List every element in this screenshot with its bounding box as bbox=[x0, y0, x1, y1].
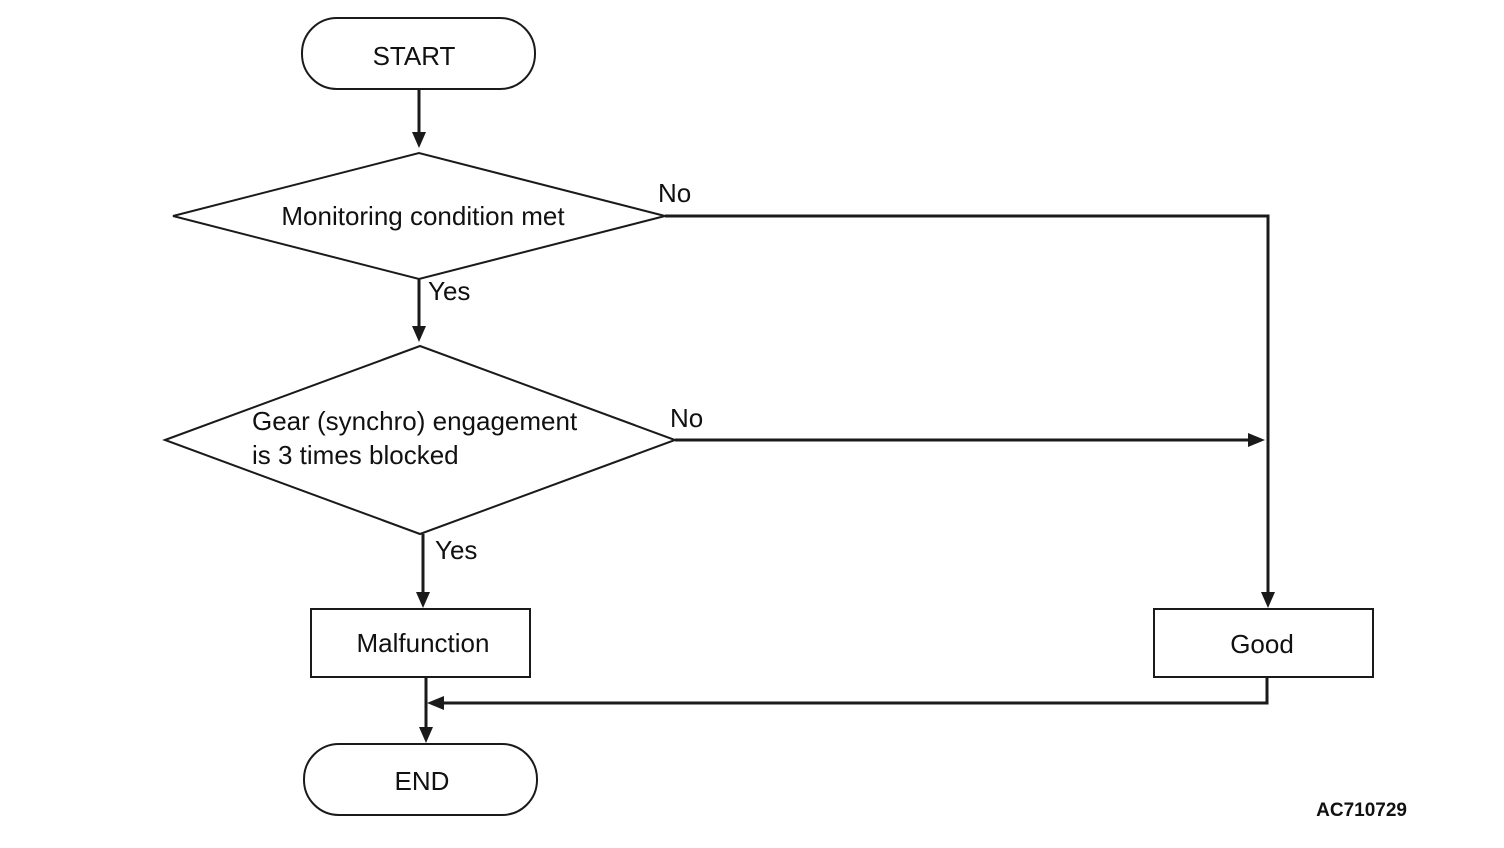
malfunction-node: Malfunction bbox=[310, 608, 531, 678]
start-label: START bbox=[373, 41, 456, 71]
good-node: Good bbox=[1153, 608, 1374, 678]
arrowhead-gear-no bbox=[1248, 433, 1265, 447]
end-node: END bbox=[303, 743, 538, 816]
gear-decision-label-line1: Gear (synchro) engagement bbox=[252, 406, 578, 436]
arrowhead-monitoring-yes bbox=[412, 326, 426, 342]
malfunction-box bbox=[310, 608, 531, 678]
connector-monitoring-no bbox=[665, 214, 1270, 592]
arrowhead-gear-yes bbox=[416, 592, 430, 608]
malfunction-label: Malfunction bbox=[357, 628, 490, 658]
monitoring-decision-node: Monitoring condition met bbox=[172, 151, 666, 281]
gear-decision-node: Gear (synchro) engagement is 3 times blo… bbox=[162, 344, 678, 536]
gear-yes-label: Yes bbox=[435, 535, 477, 565]
arrowhead-to-end bbox=[419, 727, 433, 743]
arrowhead-to-good bbox=[1261, 592, 1275, 608]
monitoring-yes-label: Yes bbox=[428, 276, 470, 306]
connector-good-to-end bbox=[442, 677, 1269, 705]
gear-no-label: No bbox=[670, 403, 703, 433]
end-label: END bbox=[395, 766, 450, 796]
monitoring-no-label: No bbox=[658, 178, 691, 208]
end-terminator-shape bbox=[303, 743, 538, 816]
gear-decision-label-line2: is 3 times blocked bbox=[252, 440, 459, 470]
good-label: Good bbox=[1230, 629, 1294, 659]
figure-code: AC710729 bbox=[1316, 800, 1407, 821]
arrowhead-good-join bbox=[427, 696, 444, 710]
start-node: START bbox=[301, 17, 536, 90]
monitoring-decision-label: Monitoring condition met bbox=[281, 201, 565, 231]
arrowhead-start-to-monitoring bbox=[412, 132, 426, 148]
good-box bbox=[1153, 608, 1374, 678]
